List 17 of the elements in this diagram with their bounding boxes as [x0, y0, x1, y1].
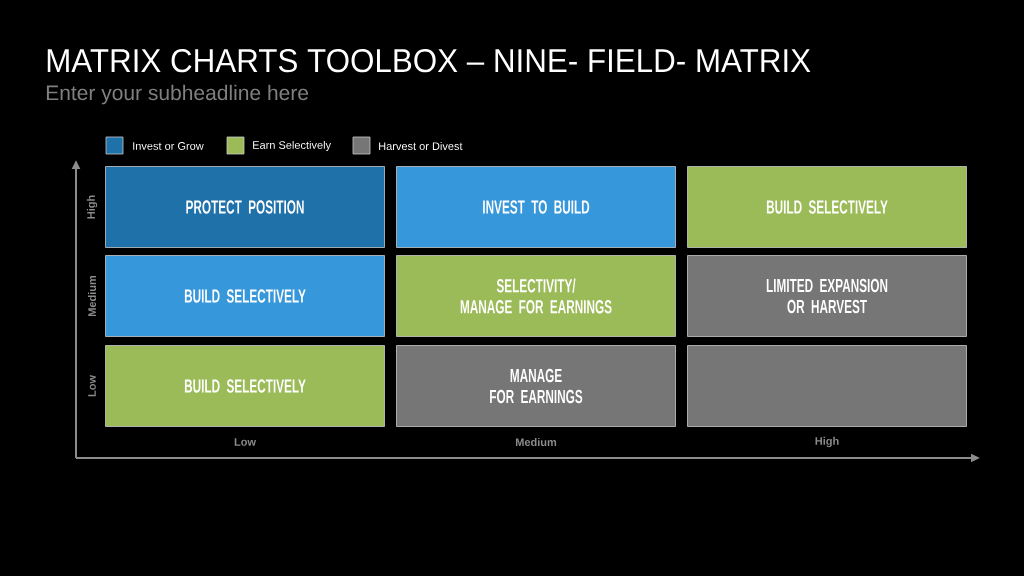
- matrix-cell: PROTECT POSITION: [105, 166, 385, 248]
- legend-label: Earn Selectively: [253, 140, 332, 152]
- title: MATRIX CHARTS TOOLBOX – NINE- FIELD- MATRIX: [47, 48, 811, 73]
- matrix-cell: BUILD SELECTIVELY: [687, 166, 967, 248]
- matrix-cell: BUILD SELECTIVELY: [105, 345, 385, 427]
- legend-label: Harvest or Divest: [379, 141, 463, 151]
- subtitle: Enter your subheadline here: [46, 84, 309, 105]
- matrix-cell: BUILD SELECTIVELY: [105, 255, 385, 337]
- legend-label: Invest or Grow: [133, 142, 204, 150]
- matrix-cell: INVEST TO BUILD: [396, 166, 676, 248]
- axis-label: Medium: [87, 275, 97, 317]
- axis-label: Medium: [515, 437, 557, 447]
- matrix-cell: [687, 345, 967, 427]
- matrix-cell: MANAGE FOR EARNINGS: [396, 345, 676, 427]
- matrix-cell: SELECTIVITY/ MANAGE FOR EARNINGS: [396, 255, 676, 337]
- matrix-cell: LIMITED EXPANSION OR HARVEST: [687, 255, 967, 337]
- axis-label: Low: [234, 438, 257, 446]
